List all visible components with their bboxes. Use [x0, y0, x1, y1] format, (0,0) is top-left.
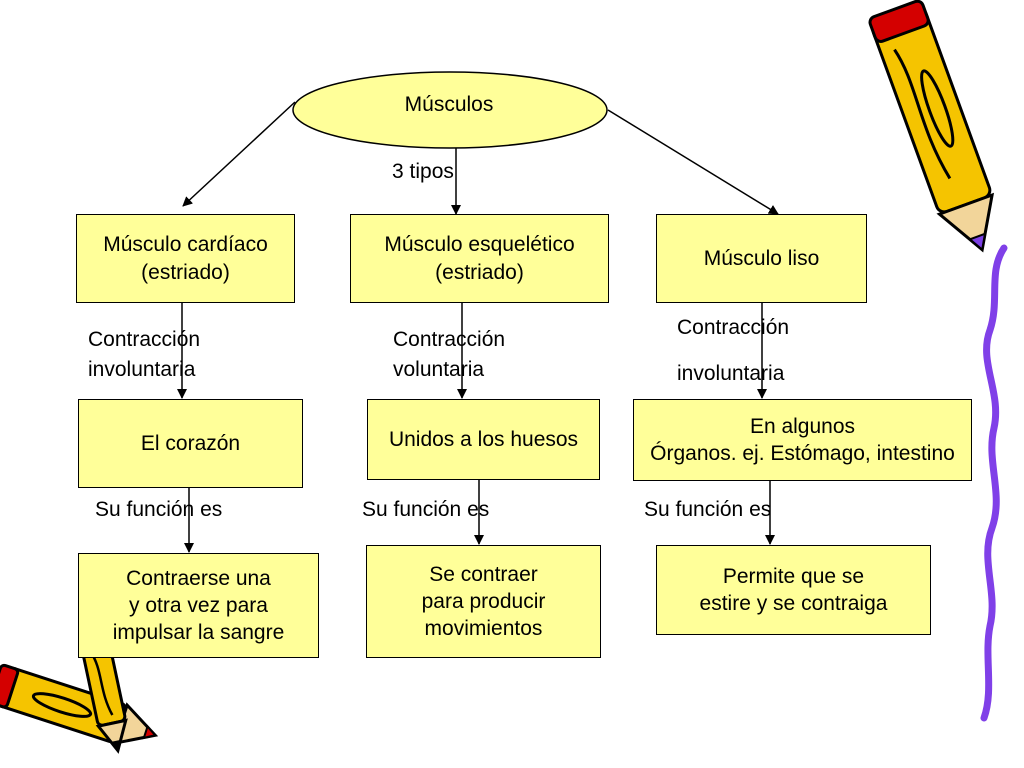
- arrow-root-to-cardiac: [182, 101, 296, 207]
- skeletal-function-intro: Su función es: [362, 498, 490, 521]
- smooth-muscle-box: Músculo liso: [656, 214, 867, 303]
- cardiac-location-box: El corazón: [78, 399, 303, 488]
- smooth-location-box: En algunos Órganos. ej. Estómago, intest…: [633, 399, 972, 481]
- smooth-contraction-label: Contracción involuntaria: [677, 316, 790, 386]
- skeletal-muscle-box: Músculo esquelético (estriado): [350, 214, 609, 303]
- root-node-label: Músculos: [404, 93, 494, 116]
- squiggle-line: [980, 244, 1008, 722]
- pencil-icon: [80, 639, 128, 754]
- skeletal-location-box: Unidos a los huesos: [367, 399, 600, 480]
- arrow-root-to-smooth: [607, 109, 779, 215]
- skeletal-function-box: Se contraer para producir movimientos: [366, 545, 601, 658]
- cardiac-function-intro: Su función es: [95, 498, 223, 521]
- smooth-function-intro: Su función es: [644, 498, 772, 521]
- root-edge-label: 3 tipos: [392, 160, 454, 183]
- cardiac-contraction-label: Contracción involuntaria: [88, 328, 201, 382]
- smooth-function-box: Permite que se estire y se contraiga: [656, 545, 931, 635]
- skeletal-contraction-label: Contracción voluntaria: [393, 328, 506, 382]
- cardiac-function-box: Contraerse una y otra vez para impulsar …: [78, 553, 319, 658]
- pencil-icon: [868, 0, 995, 253]
- root-node-shape: [292, 71, 608, 149]
- pencil-icon: [0, 663, 159, 746]
- cardiac-muscle-box: Músculo cardíaco (estriado): [76, 214, 295, 303]
